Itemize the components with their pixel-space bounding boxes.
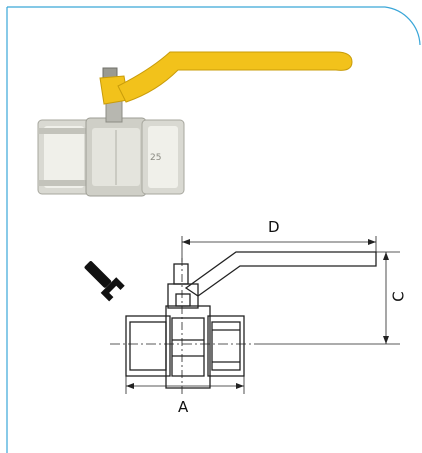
valve-technical-drawing [110, 236, 400, 396]
yellow-lever-ball-valve-photo: 25 [37, 51, 353, 197]
dimension-arrows [126, 239, 389, 389]
dimension-c-label: C [389, 291, 408, 302]
dimension-a-label: A [178, 398, 189, 416]
svg-text:25: 25 [150, 153, 161, 163]
dimension-d-label: D [268, 218, 280, 236]
wrench-icon [84, 261, 125, 302]
card-frame-top [7, 6, 421, 46]
